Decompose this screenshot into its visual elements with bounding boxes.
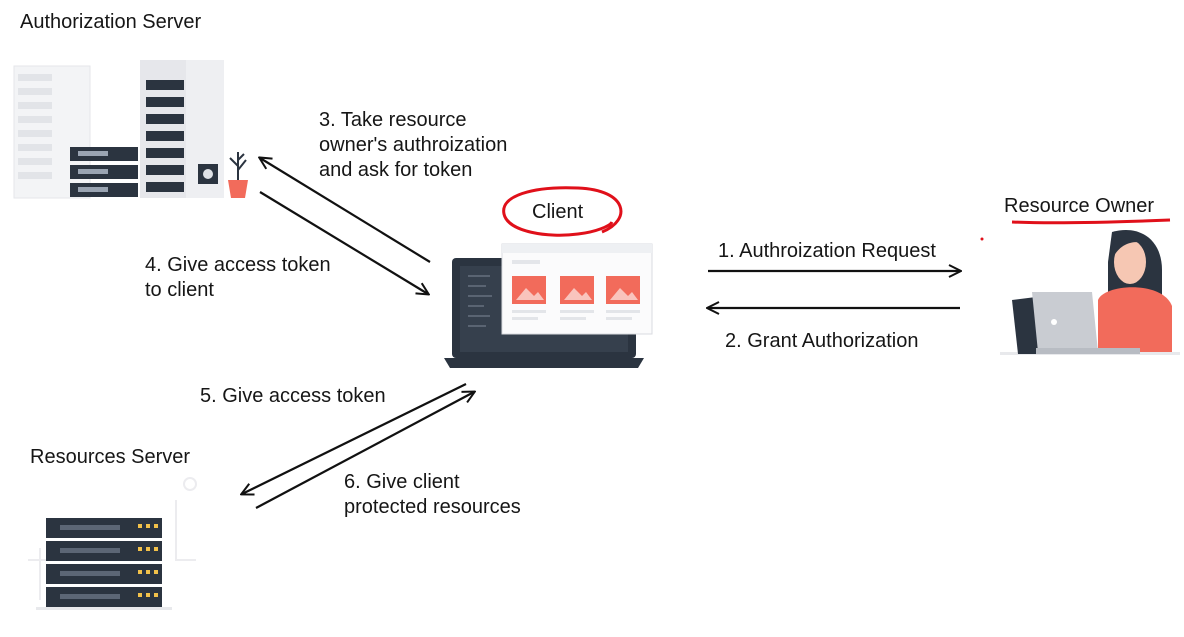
arrow-step5	[242, 383, 467, 494]
arrow-step3	[260, 158, 431, 263]
client-label: Client	[532, 201, 584, 223]
flow-arrows	[242, 158, 960, 509]
authorization-server-label: Authorization Server	[20, 11, 202, 33]
step2-label: 2. Grant Authorization	[725, 330, 919, 352]
arrow-step4	[259, 191, 428, 294]
resource-owner-underline-annotation	[1011, 218, 1171, 225]
red-annotations	[502, 186, 1171, 237]
client-circle-annotation	[502, 186, 623, 237]
resources-server-icon	[28, 477, 197, 610]
authorization-server-icon	[13, 60, 248, 199]
resource-owner-icon	[1000, 229, 1180, 355]
resource-owner-label: Resource Owner	[1004, 195, 1155, 217]
client-laptop-icon	[444, 243, 653, 368]
step5-label: 5. Give access token	[200, 385, 386, 407]
step3-label: 3. Take resource owner's authroization a…	[319, 109, 508, 181]
resources-server-label: Resources Server	[30, 446, 191, 468]
arrow-step6	[255, 392, 474, 509]
step4-label: 4. Give access token to client	[145, 254, 331, 301]
step1-label: 1. Authroization Request	[718, 240, 936, 262]
step6-label: 6. Give client protected resources	[344, 471, 521, 518]
